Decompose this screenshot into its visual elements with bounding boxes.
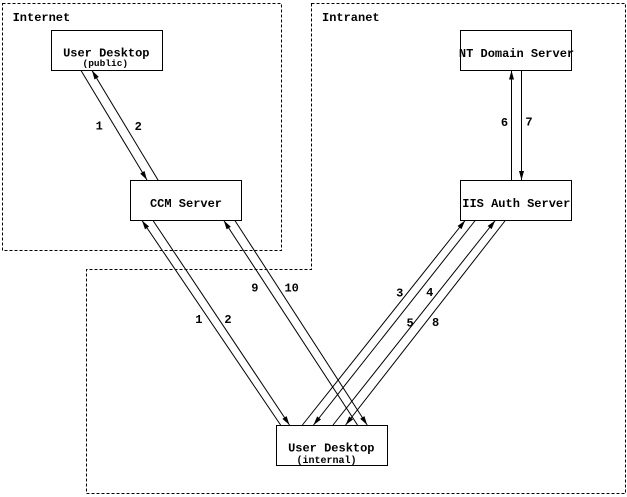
svg-text:User Desktop: User Desktop (63, 47, 149, 61)
svg-text:7: 7 (525, 115, 532, 129)
svg-text:4: 4 (426, 286, 433, 300)
svg-text:Internet: Internet (13, 11, 71, 25)
svg-text:8: 8 (432, 316, 439, 330)
svg-text:2: 2 (135, 120, 142, 134)
svg-text:3: 3 (396, 286, 403, 300)
svg-text:9: 9 (251, 282, 258, 296)
svg-text:5: 5 (406, 317, 413, 331)
svg-text:(public): (public) (83, 58, 129, 69)
svg-text:User Desktop: User Desktop (288, 442, 374, 456)
svg-text:CCM Server: CCM Server (150, 197, 222, 211)
svg-text:1: 1 (96, 120, 103, 134)
svg-text:NT Domain Server: NT Domain Server (459, 47, 574, 61)
svg-text:1: 1 (195, 313, 202, 327)
svg-text:(internal): (internal) (297, 455, 357, 467)
svg-text:Intranet: Intranet (322, 11, 380, 25)
svg-text:2: 2 (224, 313, 231, 327)
svg-text:6: 6 (501, 116, 508, 130)
svg-text:10: 10 (284, 282, 298, 296)
svg-text:IIS Auth Server: IIS Auth Server (462, 197, 570, 211)
